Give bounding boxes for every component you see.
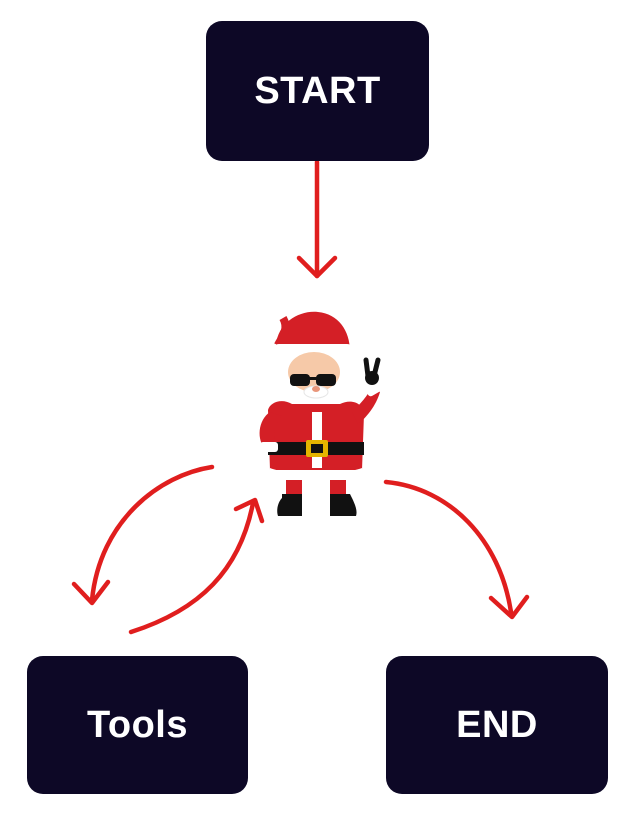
start-node-label: START (254, 69, 381, 112)
edge-agent-to-end (383, 479, 530, 620)
edge-start-to-agent (296, 159, 338, 279)
tools-node-label: Tools (86, 703, 188, 746)
start-node: START (206, 21, 429, 161)
edge-agent-to-tools (71, 464, 215, 606)
edge-tools-to-agent (128, 497, 265, 635)
end-node: END (386, 656, 608, 794)
tools-node: Tools (27, 656, 248, 794)
end-node-label: END (456, 703, 538, 746)
